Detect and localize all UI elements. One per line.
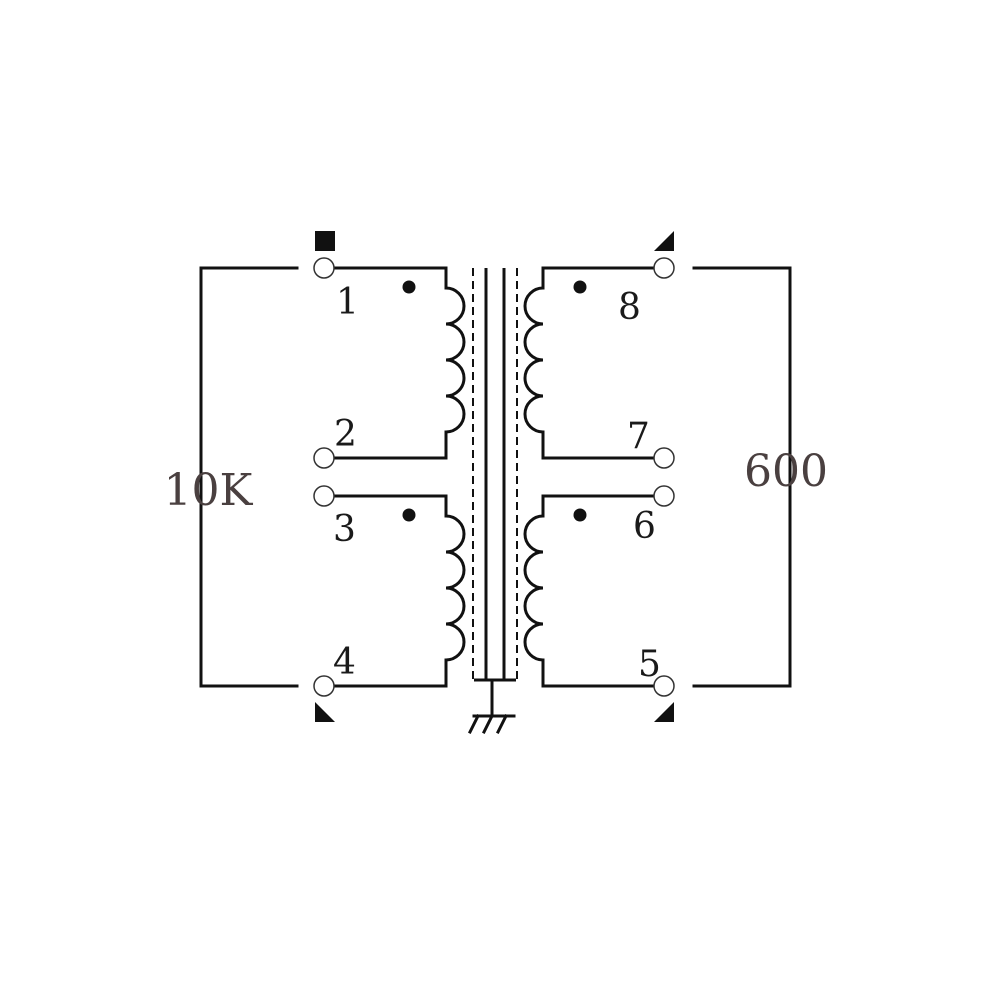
terminal-8 <box>653 257 675 279</box>
triangle-marker-icon-8 <box>654 231 674 251</box>
terminal-3 <box>313 485 335 507</box>
terminal-4 <box>313 675 335 697</box>
winding-3-4 <box>332 494 466 688</box>
winding-6-5 <box>523 494 656 688</box>
primary-bracket <box>199 266 299 688</box>
ground-icon <box>467 678 516 735</box>
pin-label-8: 8 <box>618 287 641 328</box>
polarity-dot-3 <box>402 508 416 522</box>
terminal-5 <box>653 675 675 697</box>
terminal-2 <box>313 447 335 469</box>
triangle-marker-icon-4 <box>315 702 335 722</box>
secondary-bracket <box>692 266 792 688</box>
secondary-impedance-label: 600 <box>744 446 828 497</box>
pin-label-6: 6 <box>633 506 656 547</box>
pin-label-4: 4 <box>333 642 356 683</box>
terminal-1 <box>313 257 335 279</box>
winding-1-2 <box>332 266 466 460</box>
pin-label-3: 3 <box>333 509 356 550</box>
pin-label-1: 1 <box>336 282 359 323</box>
pin-label-7: 7 <box>627 416 650 457</box>
pin-label-5: 5 <box>638 644 661 685</box>
polarity-dot-1 <box>402 280 416 294</box>
triangle-marker-icon-5 <box>654 702 674 722</box>
polarity-dot-8 <box>573 280 587 294</box>
winding-8-7 <box>523 266 656 460</box>
terminal-6 <box>653 485 675 507</box>
pin-label-2: 2 <box>334 414 357 455</box>
primary-impedance-label: 10K <box>164 465 254 516</box>
polarity-dot-6 <box>573 508 587 522</box>
terminal-7 <box>653 447 675 469</box>
square-marker-icon <box>315 231 335 251</box>
